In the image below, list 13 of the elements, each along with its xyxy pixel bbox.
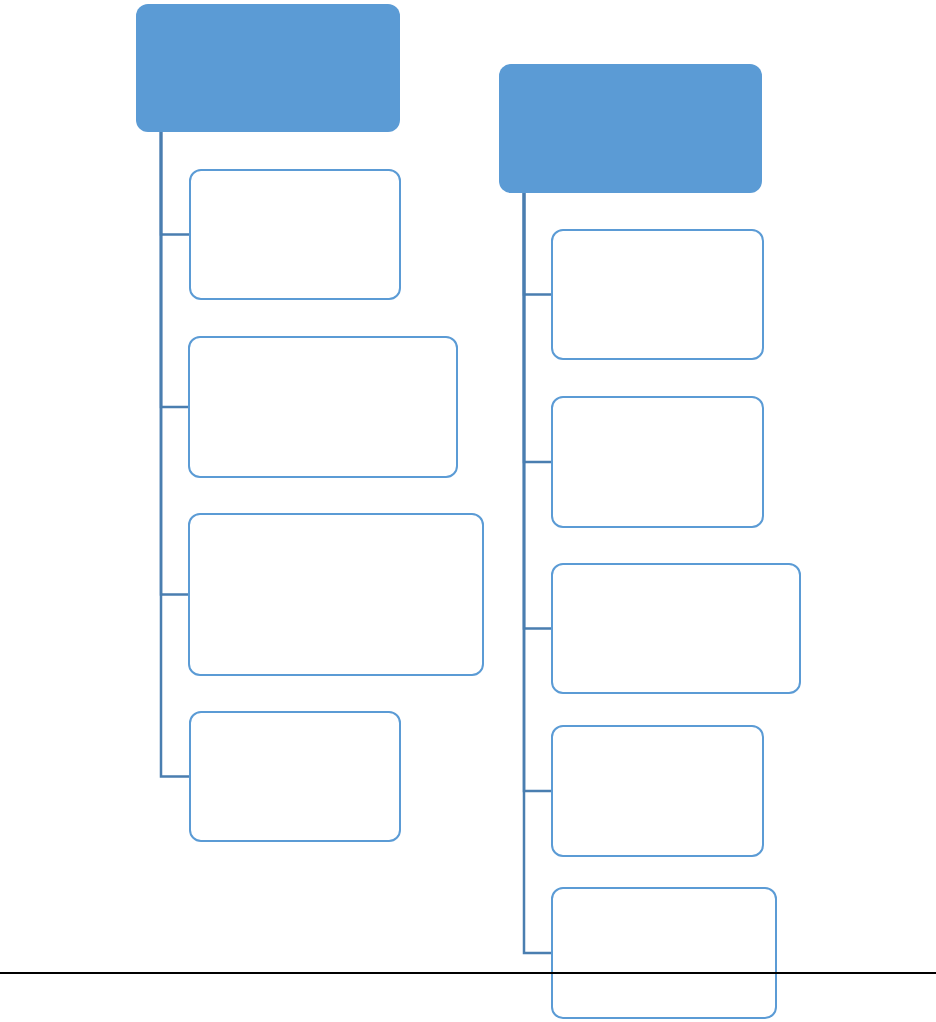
content-box [188, 513, 484, 676]
content-box [189, 169, 401, 300]
connector-line [159, 132, 189, 778]
content-box [551, 229, 764, 360]
header-box [499, 64, 762, 193]
content-box [551, 887, 777, 1019]
content-box [551, 725, 764, 857]
header-box [136, 4, 400, 132]
connector-line [522, 193, 551, 955]
content-box [188, 336, 458, 478]
content-box [189, 711, 401, 842]
content-box [551, 396, 764, 528]
content-box [551, 563, 801, 694]
